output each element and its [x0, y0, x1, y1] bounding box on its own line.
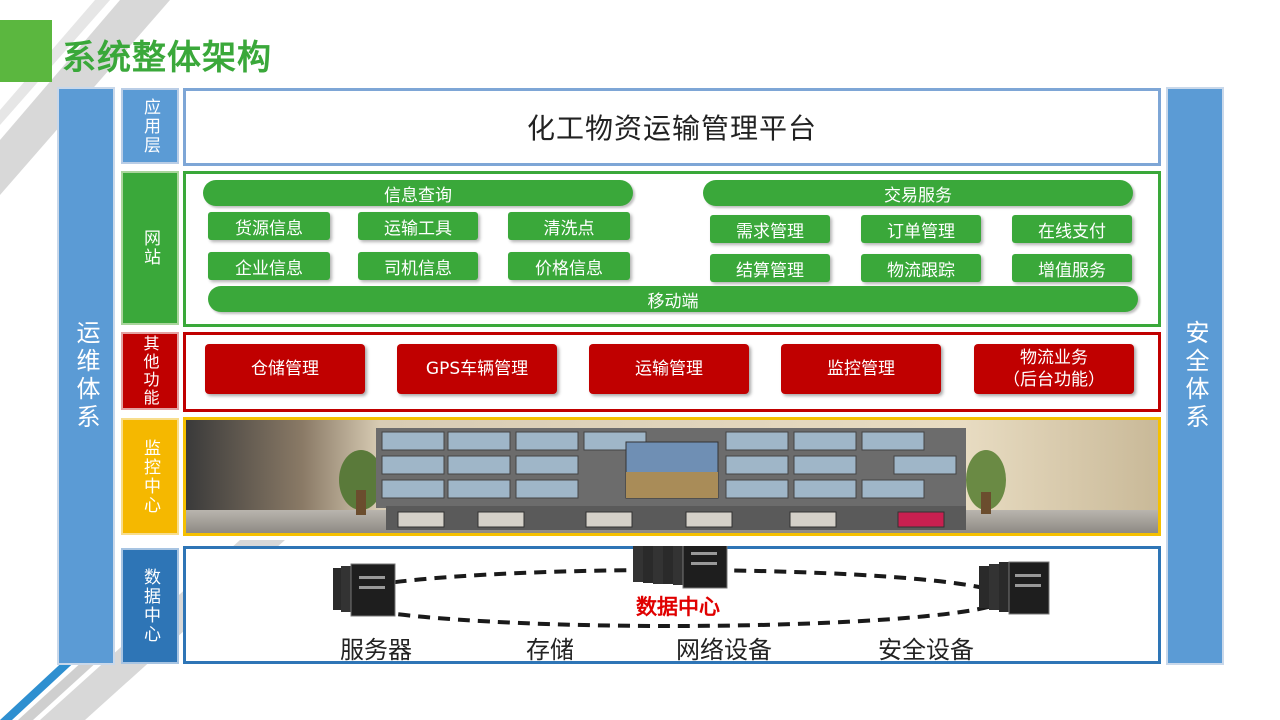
function-item: 运输管理 [589, 344, 749, 394]
info-item: 司机信息 [358, 252, 478, 280]
trade-service-header: 交易服务 [703, 180, 1133, 206]
data-center-label: 数据中心 [636, 595, 720, 619]
function-item: GPS车辆管理 [397, 344, 557, 394]
info-query-header: 信息查询 [203, 180, 633, 206]
data-item-storage: 存储 [526, 636, 574, 664]
data-item-security: 安全设备 [878, 636, 974, 664]
trade-item: 订单管理 [861, 215, 981, 243]
server-icon [333, 563, 396, 617]
layer-label-other: 其他功能 [121, 332, 179, 410]
trade-item: 需求管理 [710, 215, 830, 243]
app-platform-box: 化工物资运输管理平台 [183, 88, 1161, 166]
info-item: 运输工具 [358, 212, 478, 240]
trade-item: 增值服务 [1012, 254, 1132, 282]
trade-item: 结算管理 [710, 254, 830, 282]
data-item-server: 服务器 [340, 636, 412, 664]
trade-item: 在线支付 [1012, 215, 1132, 243]
info-item: 企业信息 [208, 252, 330, 280]
function-item: 物流业务 （后台功能） [974, 344, 1134, 394]
video-wall-image [186, 420, 1158, 533]
info-item: 价格信息 [508, 252, 630, 280]
data-item-network: 网络设备 [676, 636, 772, 664]
layer-label-data: 数据中心 [121, 548, 179, 664]
ops-system-column: 运维体系 [57, 87, 115, 665]
trade-item: 物流跟踪 [861, 254, 981, 282]
layer-label-app: 应用层 [121, 88, 179, 164]
function-item: 仓储管理 [205, 344, 365, 394]
info-item: 货源信息 [208, 212, 330, 240]
mobile-bar: 移动端 [208, 286, 1138, 312]
layer-label-monitor: 监控中心 [121, 418, 179, 535]
page-title: 系统整体架构 [62, 38, 272, 78]
data-center-diagram [333, 546, 1050, 628]
security-system-column: 安全体系 [1166, 87, 1224, 665]
title-accent-bar [0, 20, 52, 82]
function-item: 监控管理 [781, 344, 941, 394]
layer-label-web: 网站 [121, 171, 179, 325]
server-cluster-icon [633, 546, 728, 589]
info-item: 清洗点 [508, 212, 630, 240]
storage-icon [979, 561, 1050, 615]
monitor-center-box [183, 417, 1161, 536]
